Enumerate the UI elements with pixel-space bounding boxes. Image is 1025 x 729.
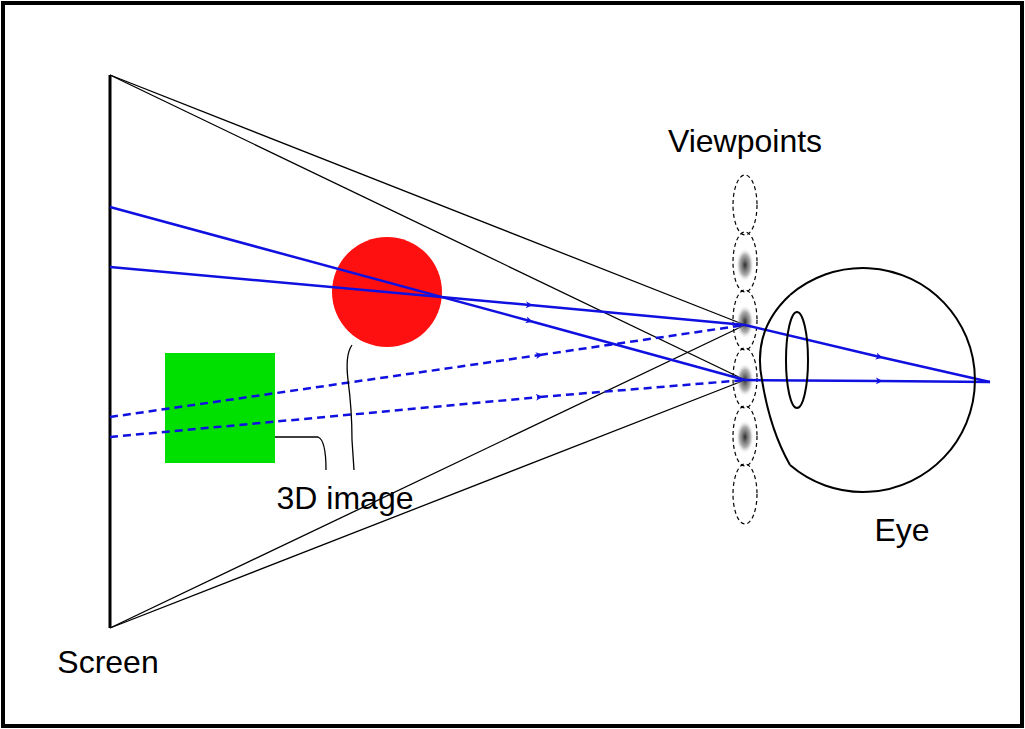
image-label: 3D image [277,481,414,516]
viewpoints-label: Viewpoints [668,124,822,159]
leader-lines [275,345,354,470]
dashed-rays [110,325,745,437]
screen-line [109,75,112,628]
frame-border [3,3,1022,726]
view-frustum [110,75,745,628]
eye-symbol [760,268,975,492]
viewpoint-spots [736,248,754,454]
screen-label: Screen [57,645,158,680]
eye-label: Eye [874,513,929,548]
viewpoint-chain [733,175,757,524]
green-square [165,353,275,463]
light-rays [110,207,990,382]
